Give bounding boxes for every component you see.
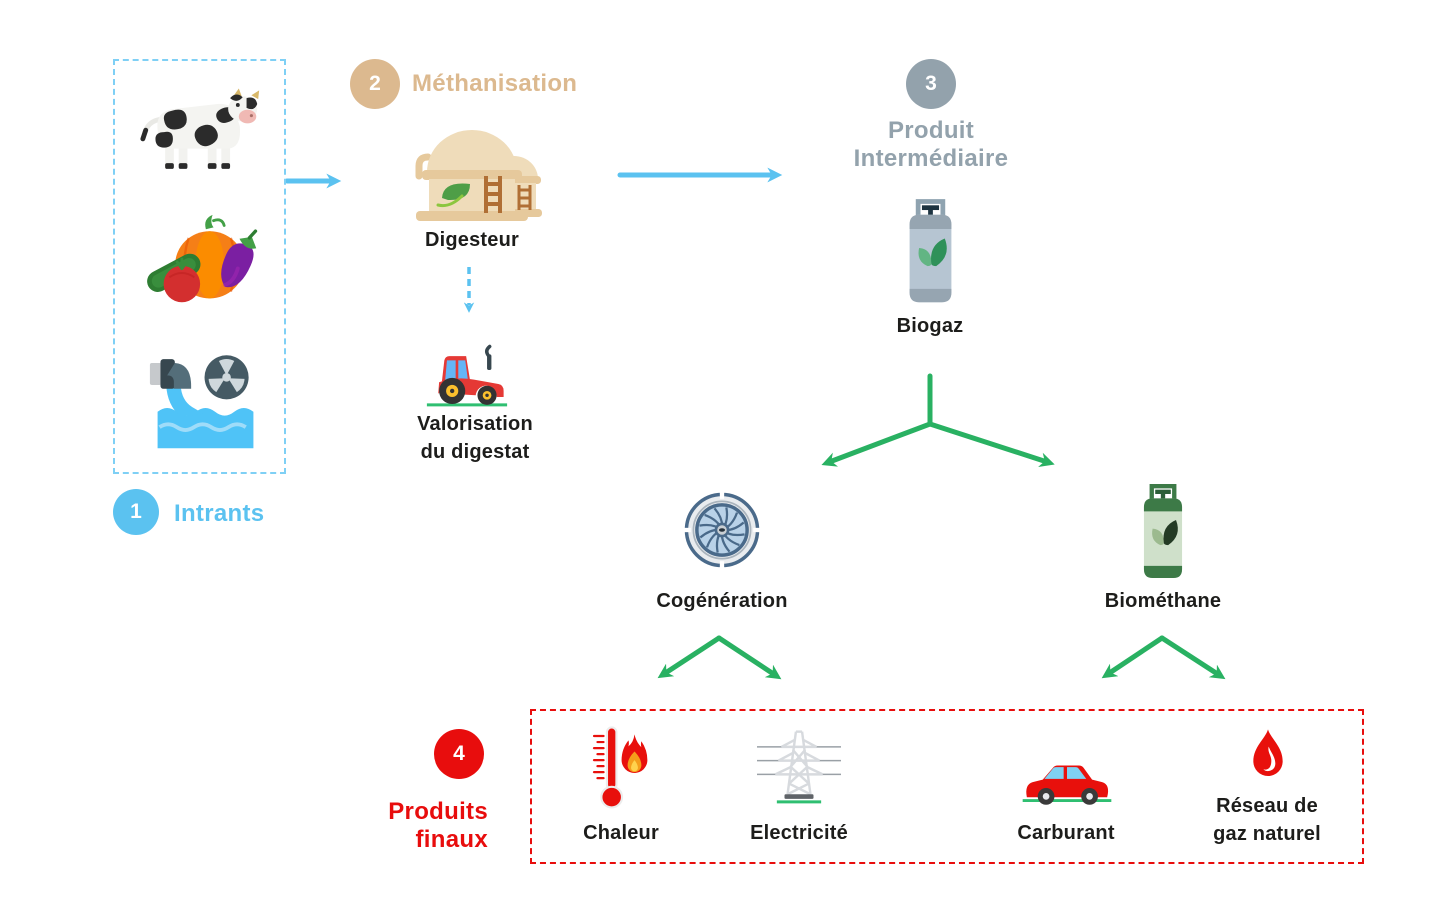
reseau-label: Réseau de gaz naturel xyxy=(1187,792,1347,848)
cow-icon xyxy=(138,86,264,184)
step-3-title: Produit Intermédiaire xyxy=(821,117,1041,173)
chaleur-label: Chaleur xyxy=(583,822,659,844)
intrants-group-box xyxy=(113,59,286,474)
biogaz-cylinder-icon xyxy=(902,194,959,304)
step-1-title: Intrants xyxy=(174,500,265,527)
arrow-cogeneration-to-electricite xyxy=(716,635,782,680)
biomethane-cylinder-icon xyxy=(1136,481,1190,578)
reseau-line-1: Réseau de xyxy=(1216,795,1318,817)
step-4-badge: 4 xyxy=(434,729,484,779)
step-3-badge: 3 xyxy=(906,59,956,109)
step-3-title-line-2: Intermédiaire xyxy=(853,145,1009,172)
wastewater-pipe-icon xyxy=(148,340,263,452)
carburant-label: Carburant xyxy=(1017,822,1115,844)
step-2-number: 2 xyxy=(369,72,381,95)
step-1-number: 1 xyxy=(130,500,142,523)
biogaz-label: Biogaz xyxy=(896,315,964,337)
valorisation-label: Valorisation du digestat xyxy=(395,410,555,466)
step-4-title-line-2: finaux xyxy=(415,826,488,853)
turbine-icon xyxy=(683,491,761,569)
step-3-number: 3 xyxy=(925,72,937,95)
flame-icon xyxy=(1248,727,1288,785)
electricite-label: Electricité xyxy=(750,822,848,844)
cogeneration-label: Cogénération xyxy=(656,590,788,612)
step-4-title: Produits finaux xyxy=(358,798,488,854)
step-4-title-line-1: Produits xyxy=(388,798,488,825)
tractor-icon xyxy=(423,343,511,411)
step-4-number: 4 xyxy=(453,742,465,765)
arrow-biogaz-to-cogeneration xyxy=(821,421,933,467)
car-icon xyxy=(1021,750,1113,806)
thermometer-flame-icon xyxy=(588,724,650,810)
step-2-badge: 2 xyxy=(350,59,400,109)
valorisation-line-1: Valorisation xyxy=(417,413,533,435)
digester-icon xyxy=(402,118,542,228)
reseau-line-2: gaz naturel xyxy=(1213,823,1321,845)
arrow-cogeneration-to-chaleur xyxy=(657,635,722,679)
digesteur-label: Digesteur xyxy=(424,229,520,251)
step-1-badge: 1 xyxy=(113,489,159,535)
power-pylon-icon xyxy=(757,722,841,810)
biomethane-label: Biométhane xyxy=(1104,590,1222,612)
step-3-title-line-1: Produit xyxy=(887,117,975,144)
produits-finaux-group-box xyxy=(530,709,1364,864)
arrow-biogaz-to-biomethane xyxy=(927,421,1055,467)
arrow-biomethane-to-carburant xyxy=(1101,635,1165,679)
arrow-biomethane-to-reseau xyxy=(1159,635,1226,680)
step-2-title: Méthanisation xyxy=(412,70,578,97)
vegetables-icon xyxy=(140,212,266,308)
valorisation-line-2: du digestat xyxy=(420,441,530,463)
